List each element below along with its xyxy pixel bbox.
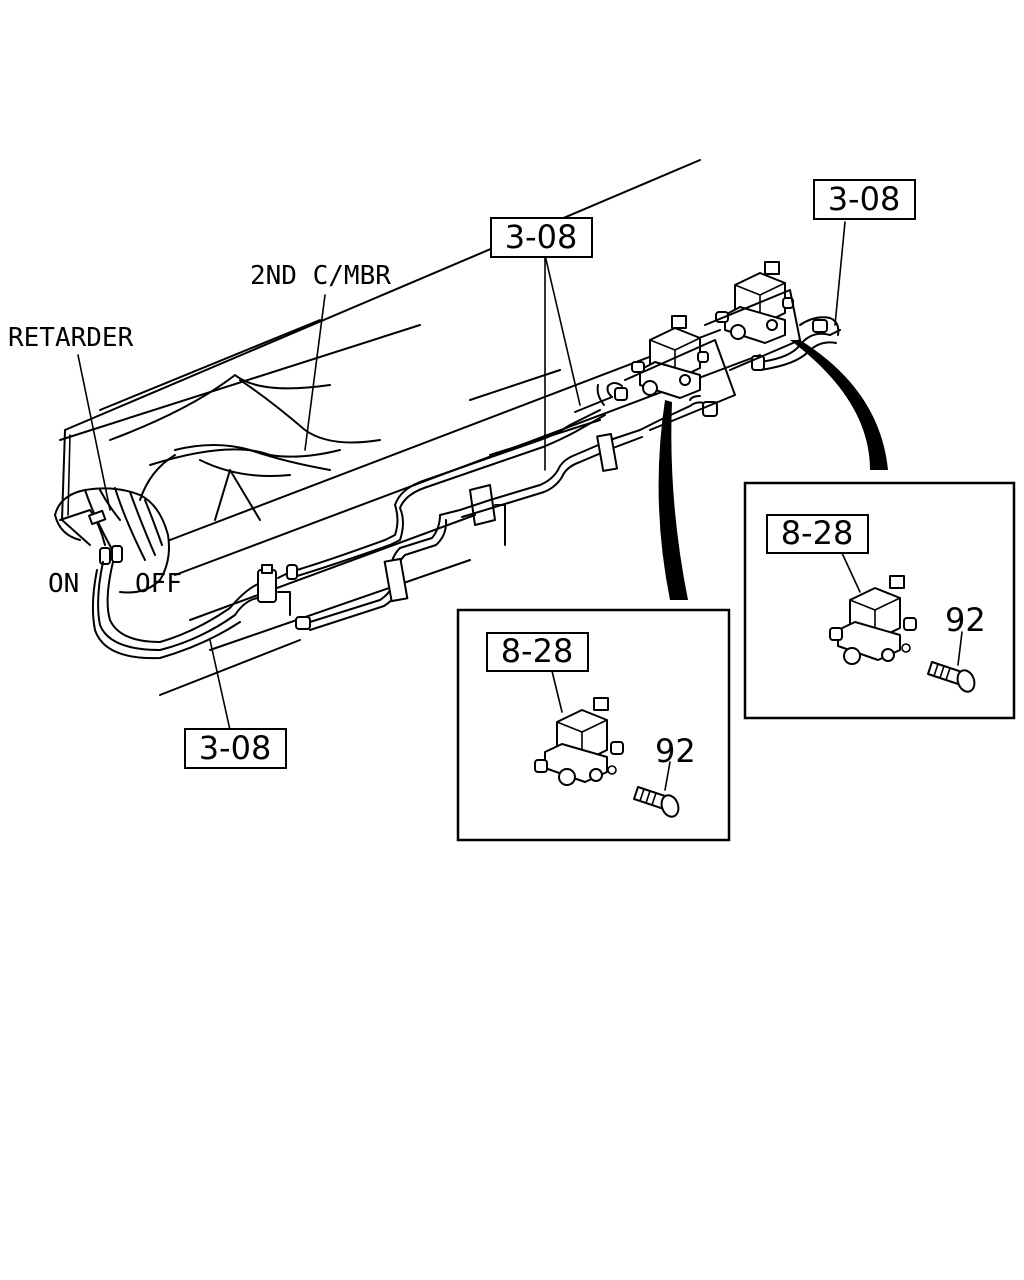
retarder-label: RETARDER xyxy=(8,323,134,353)
inset-right-valve xyxy=(829,575,917,665)
cross-member xyxy=(109,374,381,521)
ref-text-bottom-left: 3-08 xyxy=(199,729,272,767)
off-label: OFF xyxy=(135,569,182,599)
valve-bracket xyxy=(624,289,801,431)
inset-right-bolt-ref: 92 xyxy=(945,601,986,639)
inset-right-bolt xyxy=(927,661,976,693)
ref-box-top-right: 3-08 xyxy=(813,179,916,220)
inset-left: 8-28 92 xyxy=(456,608,731,842)
inset-right: 8-28 92 xyxy=(743,481,1016,720)
air-pipes xyxy=(91,316,841,660)
ref-text-top-center: 3-08 xyxy=(505,218,578,256)
inset-right-valve-ref: 8-28 xyxy=(781,514,854,552)
inset-left-bolt-ref: 92 xyxy=(655,732,696,770)
inset-left-valve-ref: 8-28 xyxy=(501,632,574,670)
on-label: ON xyxy=(48,569,79,599)
solenoid-valve-main-right xyxy=(715,261,794,344)
cross-member-label: 2ND C/MBR xyxy=(250,261,391,291)
ref-text-top-right: 3-08 xyxy=(828,180,901,218)
retarder-unit xyxy=(54,487,170,594)
ref-box-bottom-left: 3-08 xyxy=(184,728,287,769)
label-leaders xyxy=(77,221,846,731)
inset-leaders xyxy=(658,340,888,600)
solenoid-valve-main-left xyxy=(631,315,709,399)
inset-left-valve xyxy=(534,697,624,786)
ref-box-top-center: 3-08 xyxy=(490,217,593,258)
inset-left-bolt xyxy=(633,786,680,818)
